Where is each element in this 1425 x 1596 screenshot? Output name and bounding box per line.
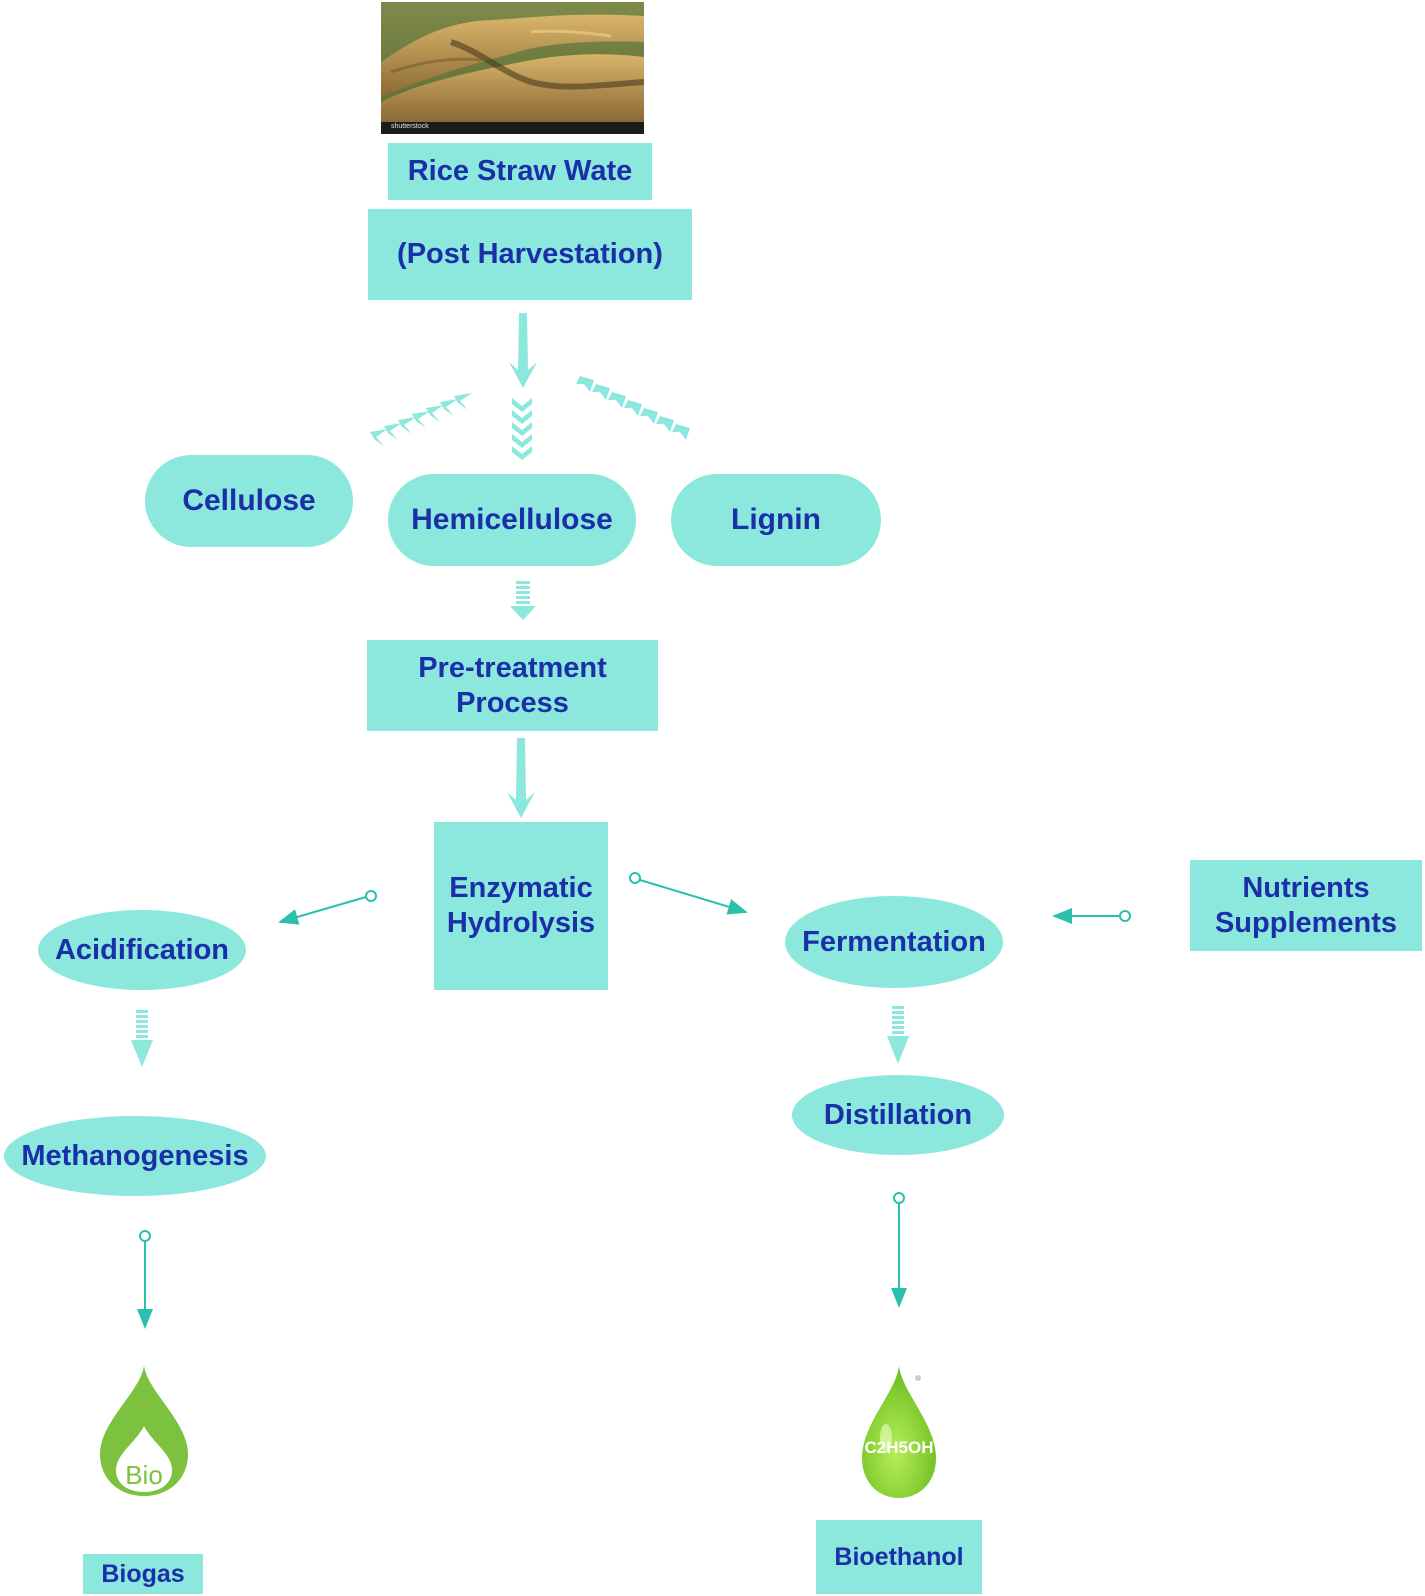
node-acidification-label: Acidification	[54, 933, 229, 966]
node-bioethanol-label: Bioethanol	[834, 1543, 964, 1571]
striped-arrow-3	[887, 1006, 909, 1064]
striped-arrow-2	[131, 1010, 153, 1067]
node-cellulose: Cellulose	[145, 455, 353, 547]
node-nutrients-label: Nutrients Supplements	[1214, 871, 1398, 939]
node-acidification: Acidification	[38, 910, 246, 990]
chevron-arrow-right	[576, 376, 690, 440]
node-enzymatic: Enzymatic Hydrolysis	[434, 822, 608, 990]
ethanol-icon-text: C2H5OH	[864, 1438, 934, 1457]
striped-arrow-1	[510, 581, 536, 620]
chevron-arrow-down	[512, 398, 532, 460]
arrow-pretreat-down	[507, 738, 535, 818]
node-distillation: Distillation	[792, 1075, 1004, 1155]
node-biogas-label: Biogas	[101, 1560, 185, 1588]
rice-straw-photo: shutterstock	[381, 2, 644, 134]
node-pretreatment-label: Pre-treatment Process	[418, 651, 607, 719]
node-lignin-label: Lignin	[731, 503, 821, 536]
node-biogas: Biogas	[83, 1554, 203, 1594]
node-lignin: Lignin	[671, 474, 881, 566]
ethanol-drop-icon: C2H5OH	[856, 1362, 942, 1502]
node-post-harvest: (Post Harvestation)	[368, 209, 692, 300]
node-hemicellulose-label: Hemicellulose	[411, 503, 613, 536]
node-methanogenesis: Methanogenesis	[4, 1116, 266, 1196]
node-fermentation: Fermentation	[785, 896, 1003, 988]
node-fermentation-label: Fermentation	[802, 925, 986, 958]
node-pretreatment: Pre-treatment Process	[367, 640, 658, 731]
node-rice-straw: Rice Straw Wate	[388, 143, 652, 200]
node-enzymatic-label: Enzymatic Hydrolysis	[446, 872, 596, 939]
node-bioethanol: Bioethanol	[816, 1520, 982, 1594]
node-rice-straw-label: Rice Straw Wate	[407, 155, 633, 188]
biogas-drop-icon: Bio	[96, 1362, 192, 1500]
node-distillation-label: Distillation	[823, 1098, 973, 1131]
node-hemicellulose: Hemicellulose	[388, 474, 636, 566]
biogas-icon-text: Bio	[125, 1460, 163, 1490]
node-nutrients: Nutrients Supplements	[1190, 860, 1422, 951]
node-cellulose-label: Cellulose	[182, 484, 316, 517]
arrow-harvest-down	[509, 313, 537, 388]
node-post-harvest-label: (Post Harvestation)	[397, 238, 663, 271]
node-methanogenesis-label: Methanogenesis	[21, 1139, 249, 1172]
chevron-arrow-left	[370, 393, 472, 446]
photo-watermark: shutterstock	[391, 123, 429, 130]
